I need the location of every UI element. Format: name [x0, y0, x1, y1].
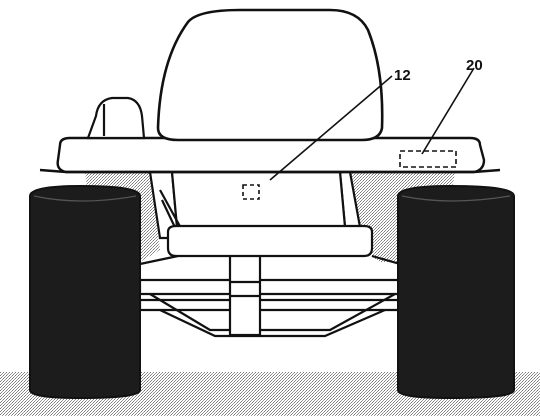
lower-body	[148, 170, 364, 240]
leader-line-20	[421, 67, 475, 155]
seat	[156, 8, 384, 142]
label-12: 12	[394, 67, 411, 84]
deck-module-box	[399, 150, 457, 168]
foot-platform	[139, 224, 401, 266]
right-tire	[397, 184, 515, 400]
left-tire	[29, 184, 141, 400]
leader-line-12	[269, 75, 393, 181]
axle-frame	[138, 278, 402, 338]
steering-column	[228, 253, 262, 337]
seat-sensor-box	[242, 184, 260, 200]
label-20: 20	[466, 57, 483, 74]
fender-deck	[39, 136, 501, 174]
fuel-cap	[86, 96, 146, 140]
